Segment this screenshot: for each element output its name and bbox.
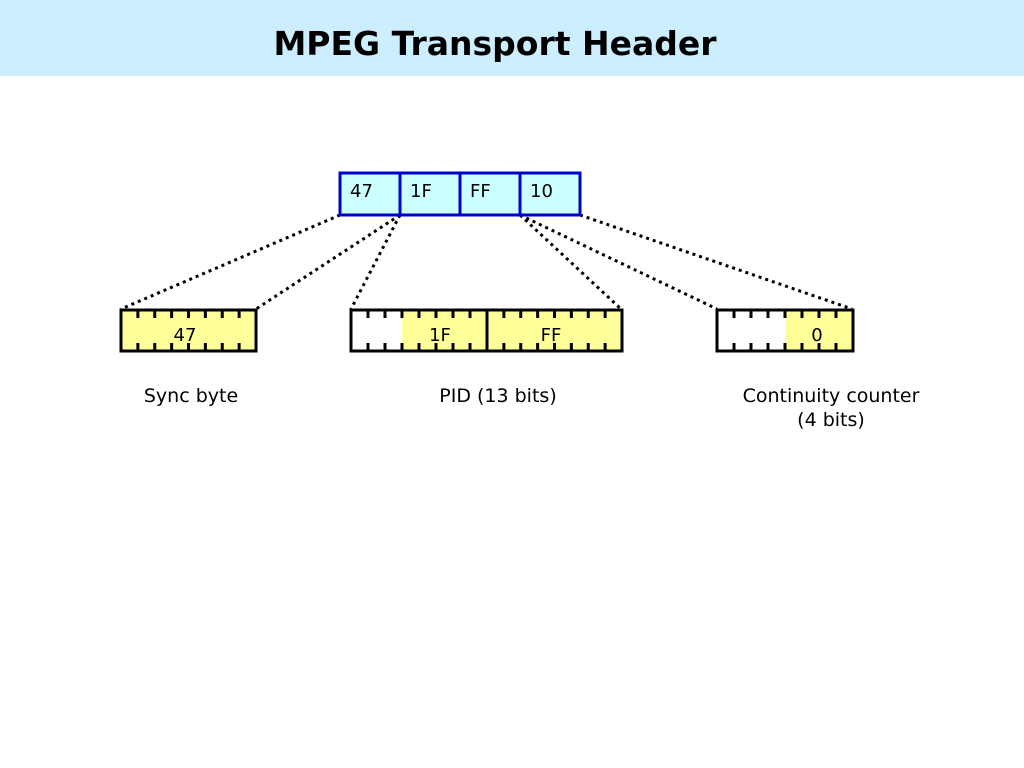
header-byte: FF: [458, 171, 522, 217]
header-byte-label: 47: [350, 181, 373, 202]
sync-byte-field: 47: [119, 308, 258, 353]
connector-lines: [120, 213, 853, 311]
pid-field: 1F FF: [349, 308, 624, 353]
pid-high-value: 1F: [429, 325, 451, 346]
header-byte: 47: [338, 171, 402, 217]
header-byte-box: [518, 171, 582, 217]
sync-byte-value: 47: [174, 325, 197, 346]
connector-sync-left: [120, 213, 341, 311]
sync-byte-caption: Sync byte: [144, 385, 238, 407]
sync-byte-ticks: [136, 310, 241, 351]
page-title: MPEG Transport Header: [273, 24, 717, 63]
header-byte-label: 10: [530, 181, 553, 202]
cc-ticks: [732, 310, 838, 351]
connector-pid-left: [349, 214, 402, 310]
pid-caption: PID (13 bits): [439, 385, 556, 407]
header-byte: 1F: [398, 171, 462, 217]
header-byte-label: FF: [470, 181, 491, 202]
connector-cc-left: [519, 213, 718, 311]
title-band: [0, 0, 1024, 76]
header-bytes: 47 1F FF 10: [338, 171, 582, 217]
cc-caption-line1: Continuity counter: [743, 385, 920, 407]
connector-sync-right: [255, 213, 401, 311]
cc-caption-line2: (4 bits): [797, 409, 865, 431]
header-byte-label: 1F: [410, 181, 432, 202]
cc-value: 0: [811, 325, 822, 346]
header-byte-box: [338, 171, 402, 217]
connector-pid-right: [518, 213, 623, 311]
pid-ticks: [366, 310, 607, 351]
continuity-counter-field: 0: [715, 308, 855, 353]
pid-high-bits-fill: [402, 310, 487, 351]
connector-cc-right: [579, 213, 853, 311]
pid-unused-bits: [351, 310, 402, 351]
pid-low-value: FF: [541, 325, 562, 346]
header-byte: 10: [518, 171, 582, 217]
